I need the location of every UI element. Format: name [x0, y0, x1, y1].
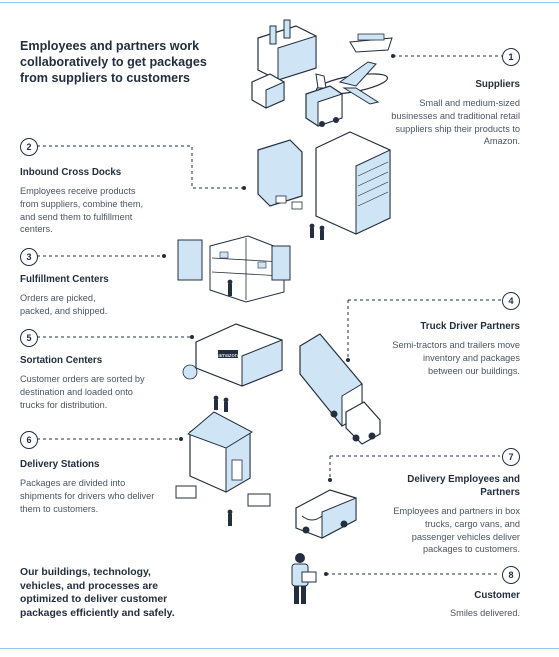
step-6-description: Packages are divided into shipments for … — [20, 478, 155, 514]
footer-note: Our buildings, technology, vehicles, and… — [20, 567, 175, 619]
sortation-center-icon: amazon — [182, 323, 283, 412]
customer-icon — [291, 553, 317, 604]
supplier-truck-icon — [305, 85, 343, 127]
step-8-title: Customer — [474, 590, 520, 601]
step-3-title: Fulfillment Centers — [20, 274, 109, 285]
step-1-description: Small and medium-sized businesses and tr… — [391, 98, 520, 147]
step-6-title: Delivery Stations — [20, 459, 100, 470]
cargo-ship-icon — [349, 33, 393, 53]
step-3-description: Orders are picked, packed, and shipped. — [20, 293, 108, 316]
step-7-description: Employees and partners in box trucks, ca… — [393, 506, 520, 555]
supplier-warehouse-icon — [251, 73, 285, 109]
step-3-number: 3 — [20, 248, 38, 266]
connector-7 — [329, 455, 500, 480]
step-2-number: 2 — [20, 138, 38, 156]
cross-dock-icon — [257, 131, 391, 240]
step-1-title: Suppliers — [475, 79, 520, 90]
delivery-van-icon — [295, 489, 357, 539]
step-1-number: 1 — [502, 48, 520, 66]
delivery-station-icon — [175, 411, 271, 526]
factory-icon — [257, 19, 317, 81]
step-8-number: 8 — [502, 566, 520, 584]
connector-4 — [347, 299, 503, 360]
step-4-title: Truck Driver Partners — [420, 321, 520, 332]
step-4-description: Semi-tractors and trailers move inventor… — [392, 340, 520, 376]
connector-2 — [37, 145, 244, 189]
semi-truck-icon — [299, 333, 381, 445]
step-5-title: Sortation Centers — [20, 355, 103, 366]
step-2-title: Inbound Cross Docks — [20, 167, 122, 178]
fulfillment-shelves-icon — [177, 235, 291, 303]
step-7-number: 7 — [502, 448, 520, 466]
step-5-number: 5 — [20, 329, 38, 347]
amazon-logo: amazon — [218, 353, 238, 359]
step-2-description: Employees receive products from supplier… — [20, 186, 144, 235]
step-4-number: 4 — [502, 292, 520, 310]
step-6-number: 6 — [20, 431, 38, 449]
bottom-rule — [0, 648, 559, 649]
top-rule — [0, 2, 559, 3]
step-8-description: Smiles delivered. — [450, 608, 520, 618]
step-7-title: Delivery Employees and Partners — [407, 474, 520, 498]
step-5-description: Customer orders are sorted by destinatio… — [20, 374, 145, 410]
page-title: Employees and partners work collaborativ… — [20, 39, 207, 85]
